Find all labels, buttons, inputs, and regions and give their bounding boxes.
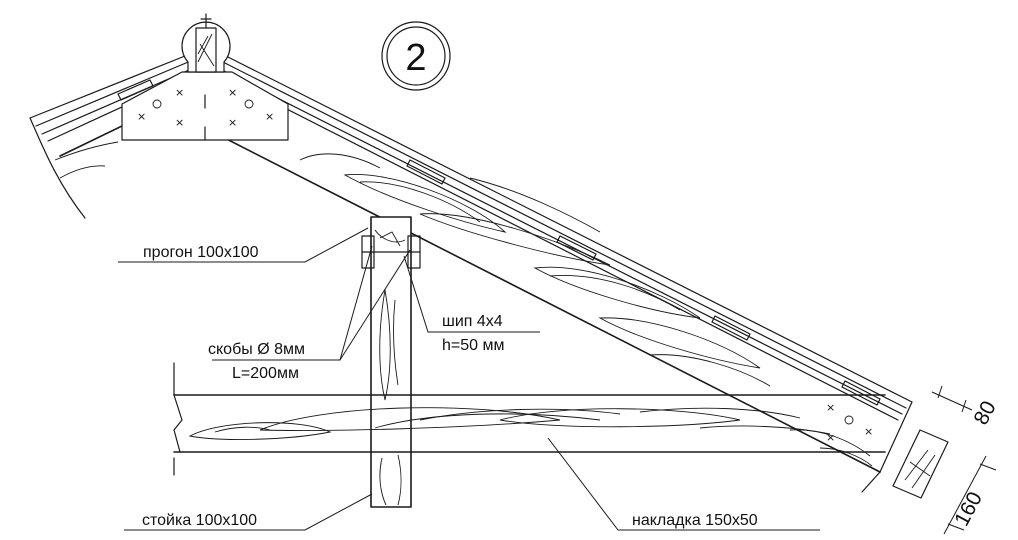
label-tenon-line1: шип 4x4: [442, 313, 503, 330]
overlay-board: × × ×: [173, 362, 886, 476]
dimension-marks: [931, 385, 997, 535]
dimension-bottom: 160: [950, 488, 987, 530]
ridge-beam-section: [181, 13, 231, 73]
label-post: стойка 100x100: [142, 512, 257, 529]
svg-text:×: ×: [826, 431, 835, 444]
svg-text:×: ×: [864, 425, 873, 438]
label-staples-line1: скобы Ø 8мм: [208, 341, 305, 358]
svg-text:×: ×: [175, 116, 184, 129]
leader-lines: [118, 227, 820, 531]
svg-text:×: ×: [228, 116, 237, 129]
ridge-gusset-plate: × × × × × ×: [121, 71, 289, 141]
svg-text:×: ×: [228, 86, 237, 99]
svg-text:×: ×: [137, 110, 146, 123]
svg-text:×: ×: [826, 401, 835, 414]
svg-text:×: ×: [175, 86, 184, 99]
label-tenon-line2: h=50 мм: [442, 337, 504, 354]
detail-number: 2: [405, 37, 426, 79]
rafter-tail-section: [861, 401, 949, 499]
dimension-top: 80: [970, 397, 1001, 428]
svg-text:×: ×: [265, 110, 274, 123]
right-rafter: [204, 53, 913, 473]
detail-number-badge: [381, 21, 451, 91]
label-staples-line2: L=200мм: [232, 365, 299, 382]
label-overlay: накладка 150x50: [632, 512, 758, 529]
label-purlin: прогон 100x100: [143, 244, 259, 261]
purlin-staple-assembly: [361, 235, 421, 269]
post: [370, 216, 412, 508]
